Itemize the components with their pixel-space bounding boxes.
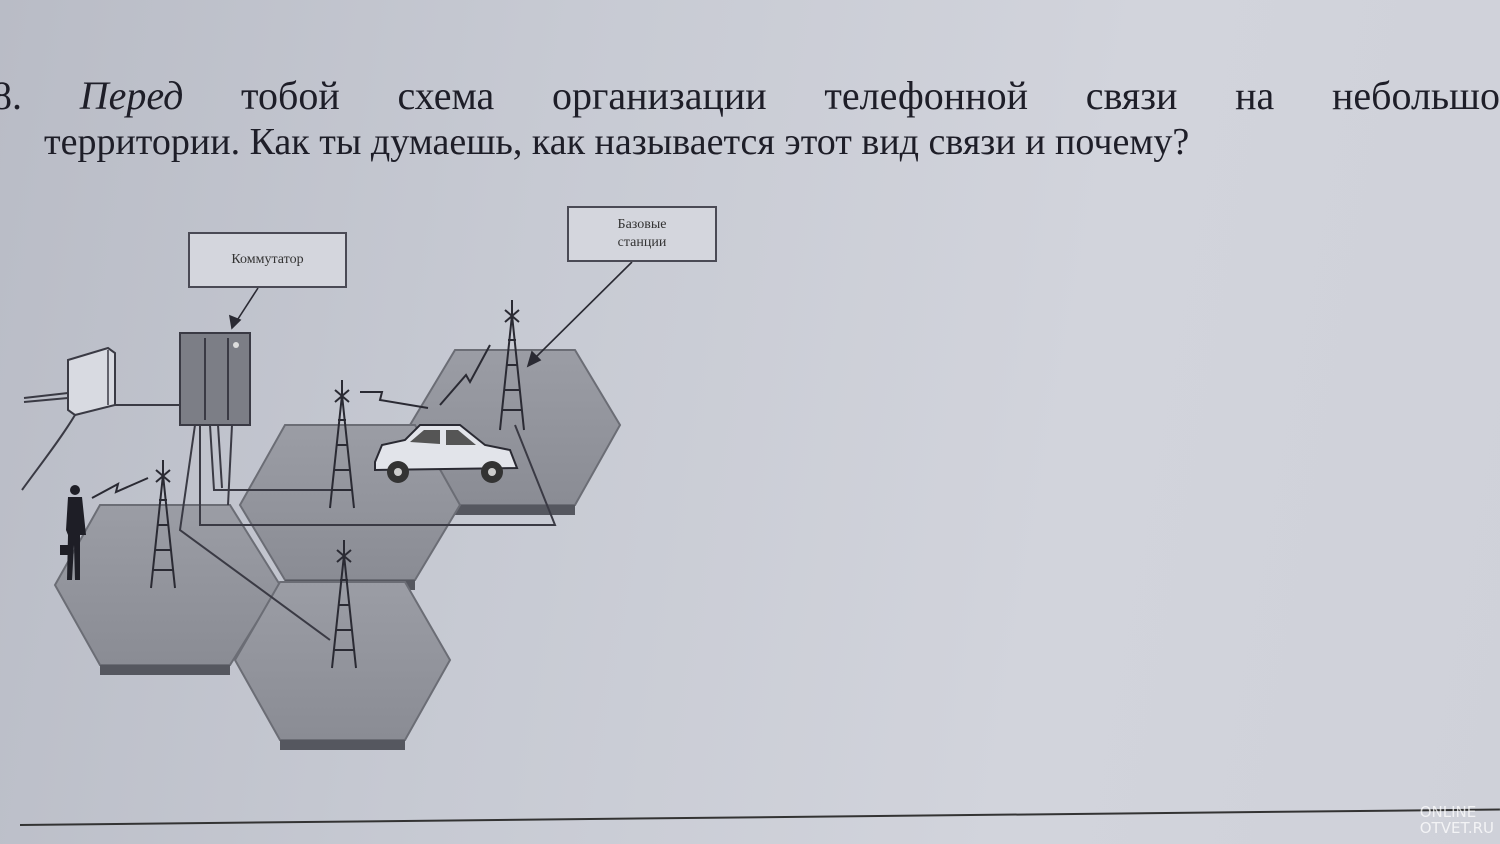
telephone-exchange-box — [67, 346, 116, 417]
car-icon — [374, 424, 519, 483]
task-word: на — [1235, 73, 1275, 118]
task-word: схема — [397, 73, 495, 118]
task-word: небольшо — [1331, 73, 1500, 118]
task-word: организации — [551, 73, 767, 118]
tower-icon — [150, 460, 176, 589]
tower-icon — [331, 540, 357, 669]
task-word: телефонной — [824, 73, 1028, 118]
cable-lines — [21, 392, 557, 641]
base-stations-label-line: станции — [617, 235, 667, 250]
base-stations-label: Базовые станции — [567, 206, 717, 262]
switch-label: Коммутатор — [188, 232, 347, 288]
watermark: ONLINE OTVET.RU — [1420, 804, 1494, 836]
task-line-1: 8. Перед тобой схема организации телефон… — [0, 72, 1500, 119]
watermark-line: OTVET.RU — [1419, 819, 1494, 837]
radio-signal-icon — [91, 344, 491, 499]
switch-cabinet — [179, 332, 251, 426]
pointer-line — [228, 261, 633, 368]
tower-icon — [329, 380, 355, 509]
task-number: 8. — [0, 73, 22, 118]
task-line-2: территории. Как ты думаешь, как называет… — [44, 121, 1190, 163]
task-word: тобой — [241, 73, 340, 118]
tower-icon — [499, 300, 525, 431]
cell-hexagon — [53, 504, 282, 675]
cell-hexagon — [233, 581, 452, 750]
watermark-line: ONLINE — [1419, 803, 1477, 821]
base-stations-label-line: Базовые — [617, 217, 667, 232]
task-word: Перед — [79, 73, 184, 118]
person-icon — [60, 485, 86, 580]
task-word: связи — [1085, 73, 1178, 118]
